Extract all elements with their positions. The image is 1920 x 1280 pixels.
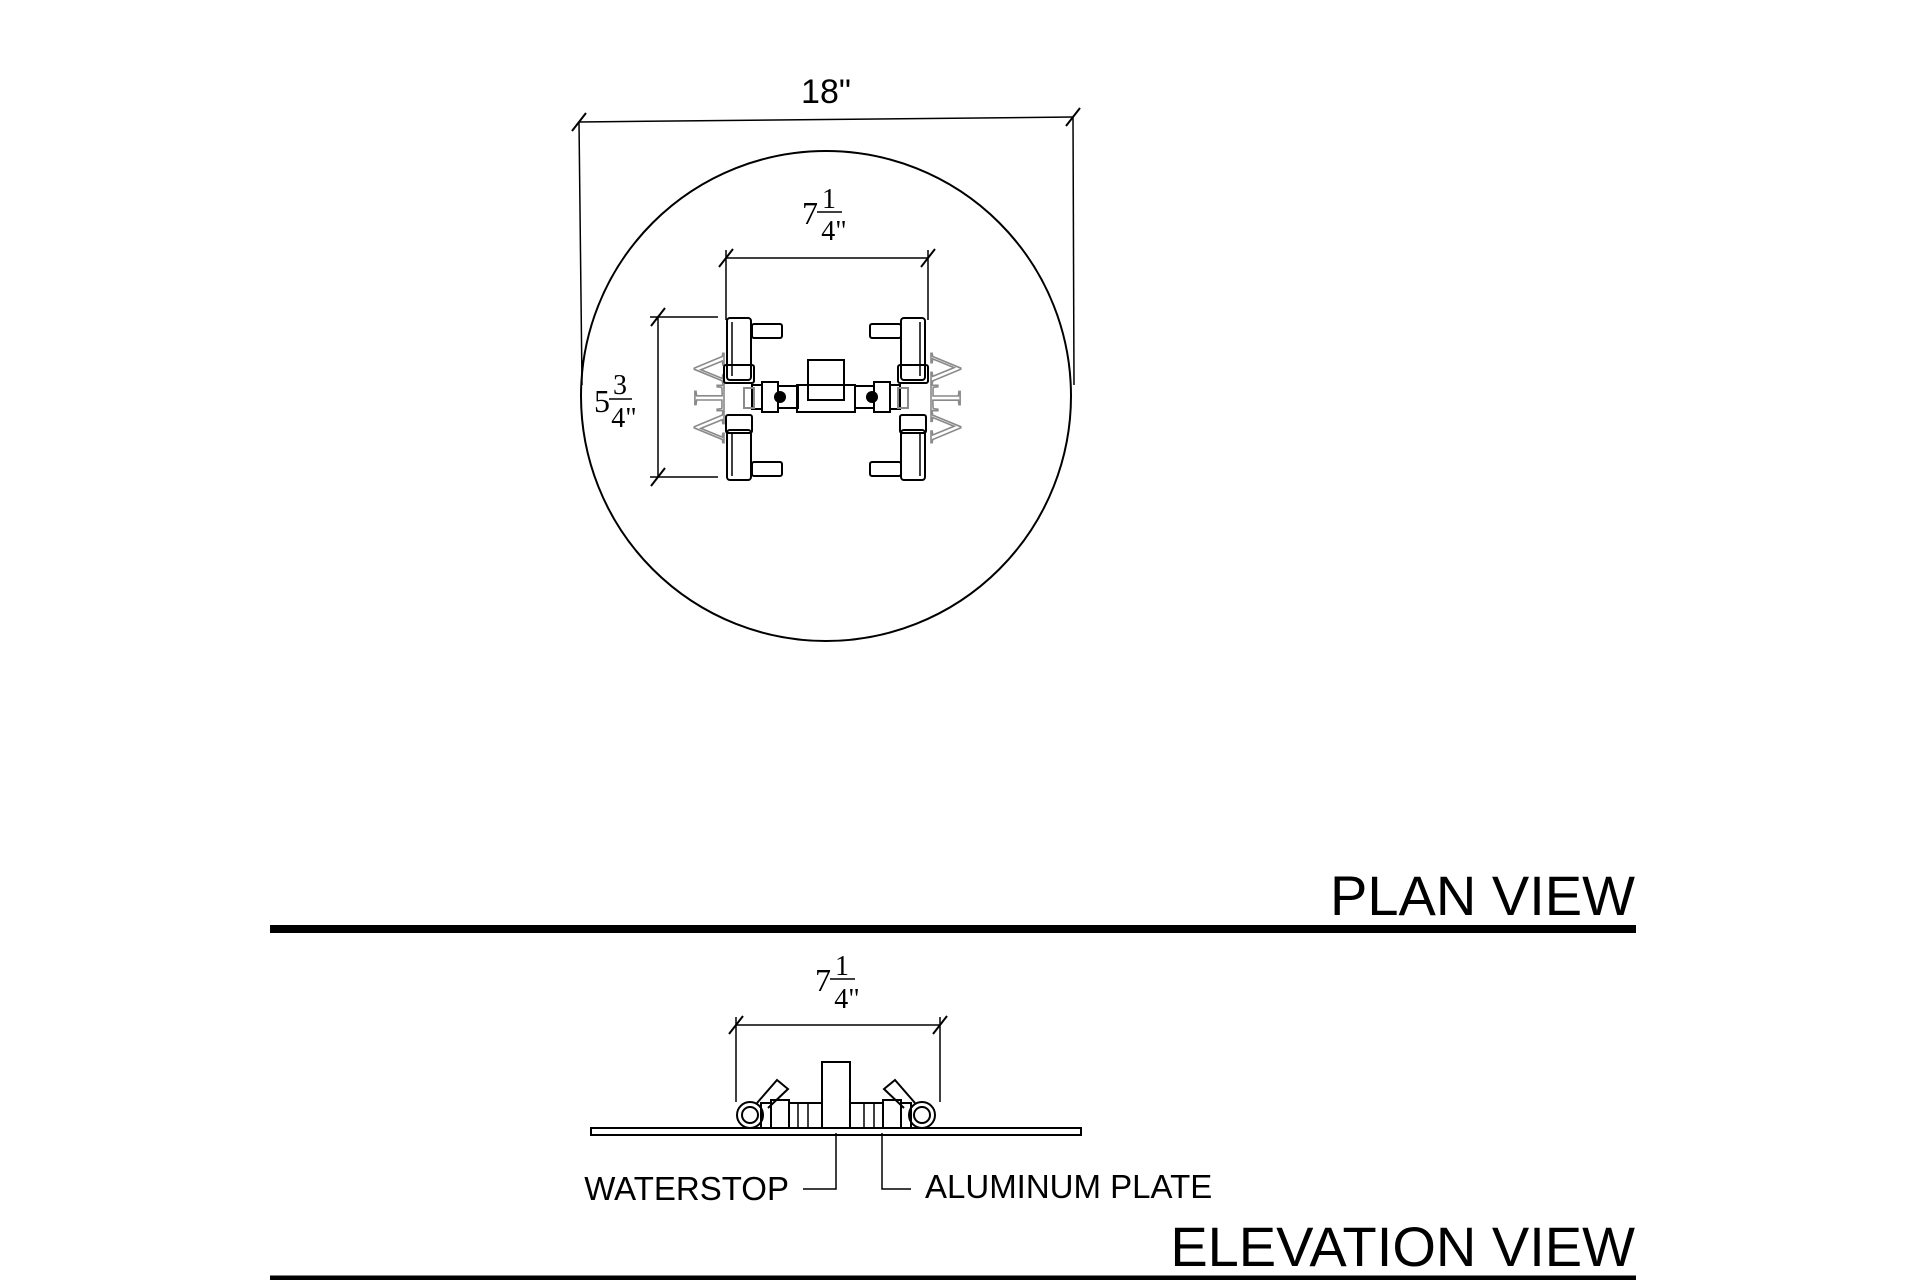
height-numerator: 3 xyxy=(613,370,627,401)
height-denominator: 4" xyxy=(611,403,636,434)
height-dimension: 5 3 4" xyxy=(594,307,718,487)
diameter-dimension: 18" xyxy=(571,73,1081,386)
elevation-view-title: ELEVATION VIEW xyxy=(1170,1215,1635,1278)
elevation-width-whole: 7 xyxy=(815,962,831,998)
height-whole: 5 xyxy=(594,383,610,419)
waterstop-label: WATERSTOP xyxy=(584,1170,789,1207)
plan-view: 18" 7 1 4" 5 3 4" VTV xyxy=(270,73,1636,933)
aluminum-plate-callout: ALUMINUM PLATE xyxy=(881,1133,1212,1205)
waterstop-callout: WATERSTOP xyxy=(584,1133,837,1207)
width-denominator: 4" xyxy=(821,216,846,247)
diameter-label: 18" xyxy=(801,73,851,111)
elevation-width-denominator: 4" xyxy=(834,984,859,1015)
elevation-width-numerator: 1 xyxy=(835,951,849,982)
width-whole: 7 xyxy=(802,195,818,231)
circular-base xyxy=(580,150,1072,642)
width-dimension: 7 1 4" xyxy=(718,184,936,320)
fitting-assembly-plan xyxy=(723,317,929,481)
elevation-width-dimension: 7 1 4" xyxy=(728,951,948,1102)
elevation-view: 7 1 4" xyxy=(270,951,1636,1280)
fitting-assembly-elevation xyxy=(736,1061,936,1129)
width-numerator: 1 xyxy=(822,184,836,215)
plan-view-title: PLAN VIEW xyxy=(1330,864,1635,927)
aluminum-plate-label: ALUMINUM PLATE xyxy=(925,1168,1212,1205)
